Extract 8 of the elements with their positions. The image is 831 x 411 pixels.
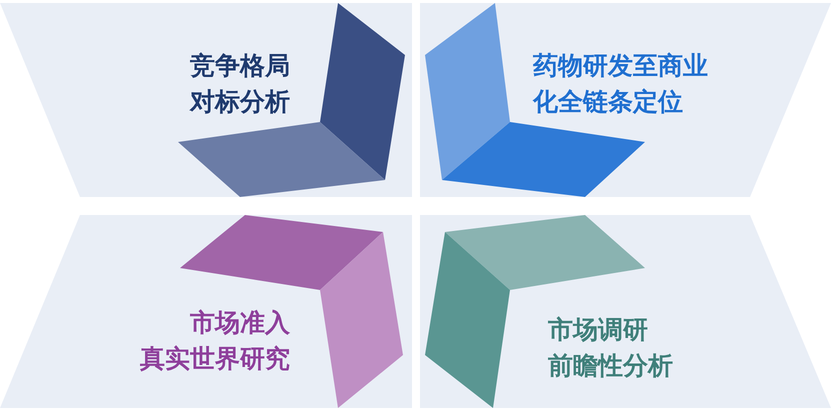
heading-text: 竞争格局 bbox=[190, 50, 290, 82]
heading-text: 真实世界研究 bbox=[140, 343, 290, 375]
heading-text: 对标分析 bbox=[190, 86, 290, 118]
heading-text: 化全链条定位 bbox=[533, 86, 684, 118]
heading-text: 前瞻性分析 bbox=[548, 350, 673, 382]
heading-text: 市场准入 bbox=[189, 307, 290, 339]
heading-text: 市场调研 bbox=[548, 314, 649, 346]
heading-text: 药物研发至商业 bbox=[533, 50, 708, 82]
